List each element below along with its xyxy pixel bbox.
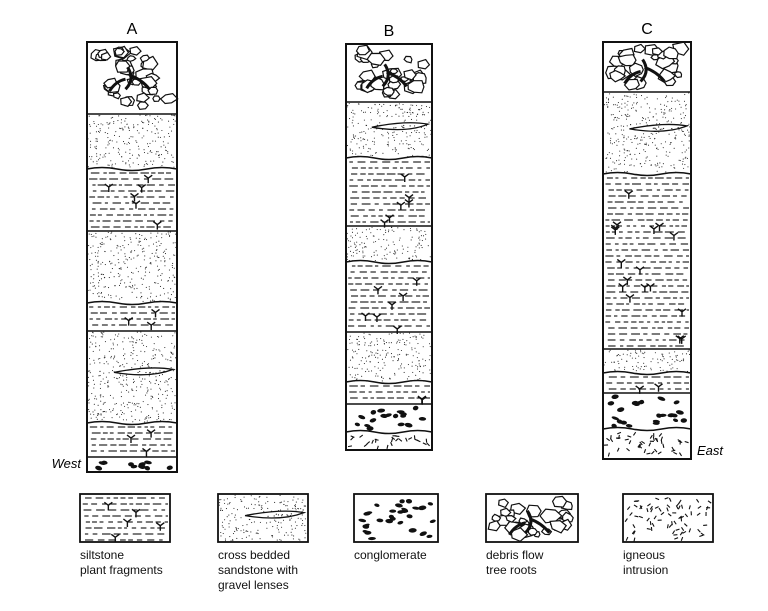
column-label: B	[384, 23, 395, 40]
column-a: A West	[52, 21, 179, 473]
legend-caption-line: igneous	[623, 548, 666, 562]
layer-siltstone	[89, 172, 175, 230]
layer-siltstone	[605, 177, 689, 347]
layer-siltstone	[89, 306, 175, 331]
layer-sandstone	[346, 102, 432, 158]
layer-conglomerate	[354, 405, 427, 431]
legend-swatch-sandstone	[217, 493, 309, 543]
legend-caption-line: cross bedded	[218, 548, 291, 562]
column-c: C East	[602, 21, 724, 460]
column-outline	[602, 41, 692, 460]
legend-caption-line: gravel lenses	[218, 578, 289, 592]
layer-sandstone	[603, 349, 691, 373]
legend-caption-line: debris flow	[486, 548, 544, 562]
legend-swatch-debris	[485, 493, 579, 543]
legend-caption-conglomerate: conglomerate	[354, 548, 504, 563]
layer-sandstone	[346, 226, 431, 262]
layer-debris	[90, 45, 179, 110]
layer-sandstone	[87, 331, 177, 423]
legend-caption-line: conglomerate	[354, 548, 427, 562]
layer-siltstone	[349, 161, 430, 228]
layer-boundary	[602, 426, 692, 432]
legend-caption-line: plant fragments	[80, 563, 163, 577]
column-outline	[345, 43, 433, 451]
legend-caption-line: siltstone	[80, 548, 125, 562]
legend-swatch-siltstone	[79, 493, 171, 543]
legend-swatch-igneous	[622, 493, 714, 543]
layer-boundary	[602, 171, 692, 177]
layer-sandstone	[87, 114, 176, 169]
layer-siltstone	[349, 385, 430, 405]
layer-debris	[605, 41, 690, 91]
layer-boundary	[345, 429, 433, 435]
column-b: B	[345, 23, 433, 451]
layer-igneous	[347, 434, 430, 450]
layer-siltstone	[89, 426, 175, 457]
east-label: East	[697, 443, 724, 458]
layer-debris	[354, 44, 431, 100]
layer-conglomerate	[95, 460, 173, 471]
layer-boundary	[345, 259, 433, 265]
layer-siltstone	[348, 265, 430, 334]
layer-boundary	[86, 166, 178, 172]
layer-sandstone	[603, 92, 691, 174]
layer-boundary	[345, 379, 433, 385]
legend	[79, 493, 714, 543]
layer-igneous	[604, 431, 689, 457]
layer-siltstone	[606, 376, 689, 394]
layer-boundary	[86, 420, 178, 426]
column-label: C	[641, 21, 653, 38]
legend-caption-line: intrusion	[623, 563, 669, 577]
legend-swatch-conglomerate	[353, 493, 439, 543]
west-label: West	[52, 456, 83, 471]
layer-sandstone	[347, 332, 431, 382]
layer-sandstone	[87, 231, 177, 302]
layer-boundary	[345, 155, 433, 161]
layer-boundary	[602, 370, 692, 376]
legend-caption-line: sandstone with	[218, 563, 299, 577]
columns: A West B C East	[52, 21, 724, 473]
legend-caption-line: tree roots	[486, 563, 537, 577]
layer-boundary	[86, 300, 178, 306]
layer-conglomerate	[607, 394, 687, 429]
column-outline	[86, 41, 178, 473]
column-label: A	[127, 21, 138, 38]
